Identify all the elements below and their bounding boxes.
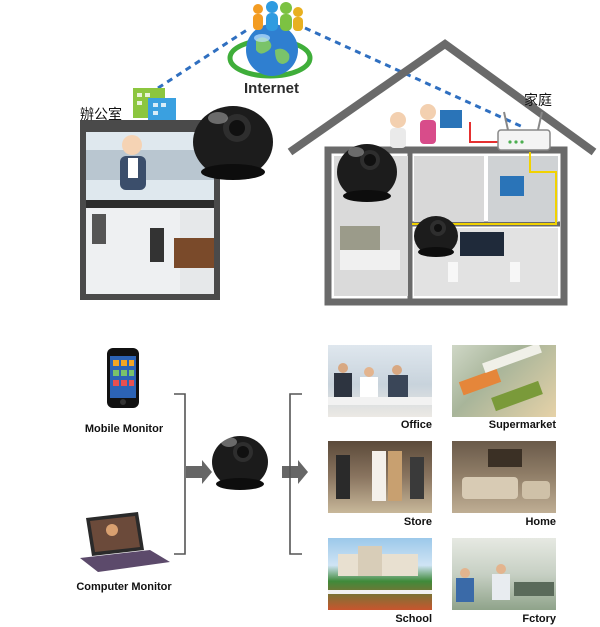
office-label-caption: Office <box>400 419 432 431</box>
internet-globe-icon <box>227 24 313 79</box>
home-photo <box>452 441 556 513</box>
factory-photo <box>452 538 556 610</box>
school-photo <box>328 538 432 610</box>
right-arrow-icon <box>186 460 212 484</box>
store-label-caption: Store <box>403 516 432 528</box>
mobile-monitor-label: Mobile Monitor <box>84 423 164 435</box>
dome-camera-icon <box>212 436 268 490</box>
office-building-icon <box>133 88 176 122</box>
home-label: 家庭 <box>524 93 552 109</box>
office-photo <box>328 345 432 417</box>
home-label-caption: Home <box>525 516 556 528</box>
smartphone-icon <box>107 348 139 408</box>
dome-camera-icon <box>193 106 273 180</box>
store-photo <box>328 441 432 513</box>
device-flow <box>80 348 308 572</box>
network-illustration <box>80 1 597 306</box>
location-bracket <box>289 393 302 555</box>
supermarket-photo <box>452 345 556 417</box>
right-arrow-icon <box>282 460 308 484</box>
dome-camera-icon <box>337 144 397 202</box>
dome-camera-icon <box>414 216 458 257</box>
device-bracket <box>174 393 186 555</box>
computer-monitor-label: Computer Monitor <box>76 581 172 593</box>
factory-label-caption: Fctory <box>522 613 556 625</box>
people-group-icon <box>253 1 303 31</box>
office-label: 辦公室 <box>80 107 122 123</box>
school-label-caption: School <box>395 613 432 625</box>
laptop-icon <box>80 512 170 572</box>
internet-label: Internet <box>244 80 300 97</box>
supermarket-label-caption: Supermarket <box>488 419 556 431</box>
router-icon <box>497 111 551 151</box>
internet-link-lines <box>157 26 526 130</box>
house-cross-section <box>287 39 597 306</box>
